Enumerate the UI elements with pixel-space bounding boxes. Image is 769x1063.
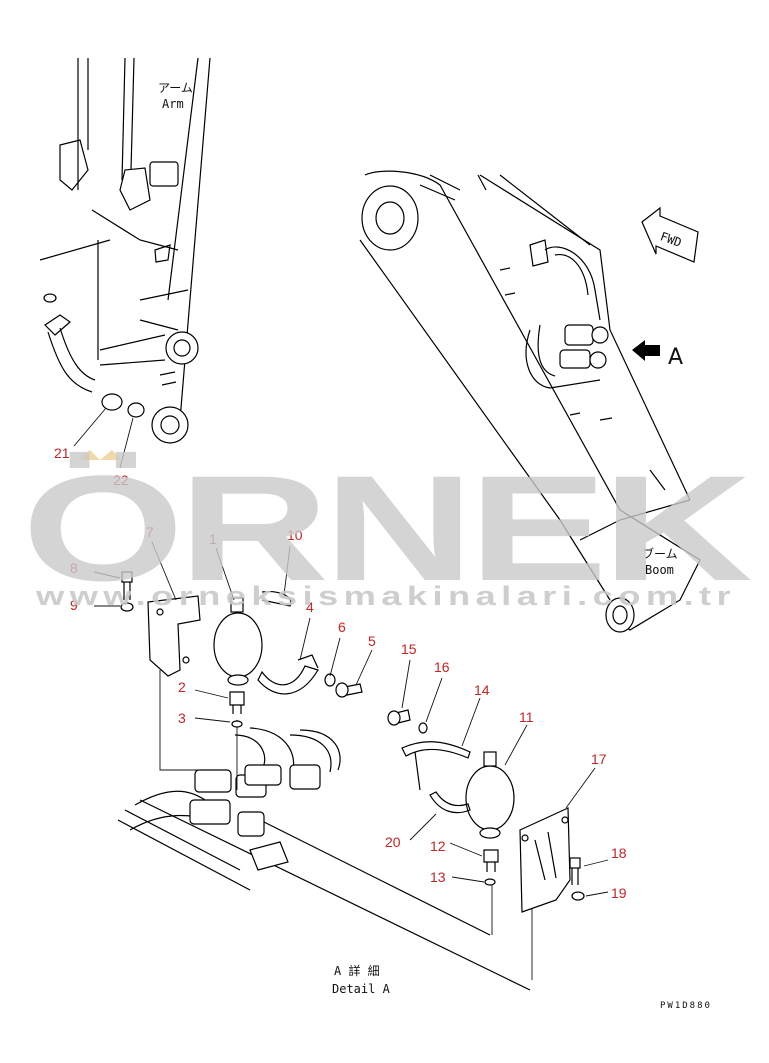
callout-2: 2 — [178, 679, 186, 695]
callout-6: 6 — [338, 619, 346, 635]
callout-8: 8 — [70, 560, 78, 576]
watermark: ÖRNEK www.orneksismakinalari.com.tr — [22, 444, 755, 612]
callout-21: 21 — [54, 445, 70, 461]
drawing-code: PW1D880 — [660, 1001, 712, 1011]
callout-13: 13 — [430, 869, 446, 885]
callout-22: 22 — [113, 472, 129, 488]
callout-4: 4 — [306, 599, 314, 615]
arm-assembly — [39, 57, 211, 444]
view-a-arrow-icon — [632, 340, 660, 361]
callout-16: 16 — [434, 659, 450, 675]
callout-11: 11 — [519, 709, 534, 725]
view-a-label: A — [668, 345, 683, 370]
callout-18: 18 — [611, 845, 627, 861]
watermark-main: ÖRNEK — [22, 444, 751, 612]
callout-numbers: 1 2 3 4 5 6 7 8 9 10 11 12 13 14 15 16 1… — [54, 445, 627, 901]
arm-label-en: Arm — [162, 97, 184, 111]
fwd-arrow-icon: FWD — [641, 206, 699, 263]
watermark-sub: www.orneksismakinalari.com.tr — [35, 581, 736, 611]
callout-17: 17 — [591, 751, 607, 767]
boom-label-jp: ブーム — [642, 546, 678, 561]
callout-1: 1 — [209, 531, 217, 547]
boom-assembly — [359, 170, 701, 633]
callout-19: 19 — [611, 885, 627, 901]
callout-5: 5 — [368, 633, 376, 649]
callout-9: 9 — [70, 597, 78, 613]
boom-label-en: Boom — [645, 563, 674, 577]
detail-a-label-jp: A 詳 細 — [334, 963, 380, 978]
leader-lines — [73, 407, 609, 897]
callout-3: 3 — [178, 710, 186, 726]
fwd-label: FWD — [658, 229, 683, 250]
callout-15: 15 — [401, 641, 417, 657]
callout-7: 7 — [146, 524, 154, 540]
detail-a-assembly — [117, 571, 585, 991]
detail-a-label-en: Detail A — [332, 982, 391, 996]
callout-12: 12 — [430, 838, 446, 854]
callout-14: 14 — [474, 682, 490, 698]
callout-10: 10 — [287, 527, 303, 543]
arm-label-jp: アーム — [158, 81, 193, 95]
watermark-umlaut-icon — [78, 450, 122, 460]
callout-20: 20 — [385, 834, 401, 850]
